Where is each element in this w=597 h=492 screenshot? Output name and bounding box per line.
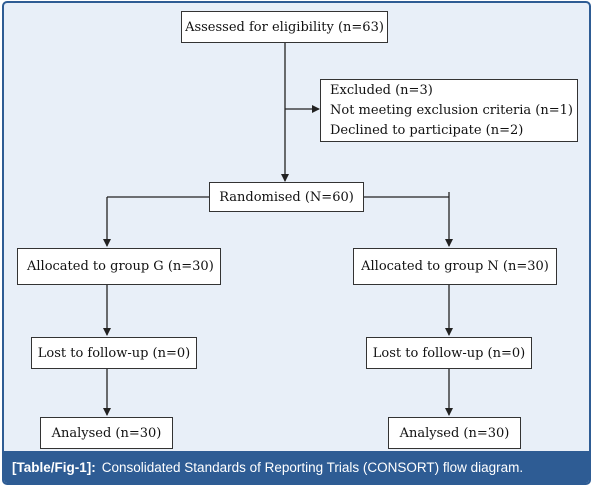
group-g-lost-label: Lost to follow-up (n=0) [37,345,191,361]
group-g-allocated-box: Allocated to group G (n=30) [17,248,221,285]
excluded-box: Excluded (n=3) Not meeting exclusion cri… [320,79,578,142]
group-n-allocated-box: Allocated to group N (n=30) [353,248,557,285]
group-n-lost-label: Lost to follow-up (n=0) [372,345,526,361]
caption-text: Consolidated Standards of Reporting Tria… [101,459,524,475]
assessed-label: Assessed for eligibility (n=63) [185,19,384,35]
group-g-analysed-box: Analysed (n=30) [40,417,173,449]
figure-caption: [Table/Fig-1]: Consolidated Standards of… [4,451,589,483]
excluded-label: Excluded (n=3) [330,82,433,98]
randomised-box: Randomised (N=60) [209,182,364,212]
randomised-label: Randomised (N=60) [219,189,354,205]
group-n-allocated-label: Allocated to group N (n=30) [361,259,549,274]
group-n-lost-box: Lost to follow-up (n=0) [366,337,532,369]
group-g-analysed-label: Analysed (n=30) [51,425,162,441]
excluded-declined-label: Declined to participate (n=2) [330,122,524,138]
excluded-criteria-label: Not meeting exclusion criteria (n=1) [330,102,573,118]
group-n-analysed-label: Analysed (n=30) [399,425,510,441]
caption-ref: [Table/Fig-1]: [12,459,96,475]
assessed-box: Assessed for eligibility (n=63) [181,11,388,43]
group-g-allocated-label: Allocated to group G (n=30) [27,259,214,274]
figure-frame: Assessed for eligibility (n=63) Excluded… [2,1,591,485]
group-n-analysed-box: Analysed (n=30) [388,417,521,449]
flow-connectors [103,43,453,416]
group-g-lost-box: Lost to follow-up (n=0) [31,337,197,369]
